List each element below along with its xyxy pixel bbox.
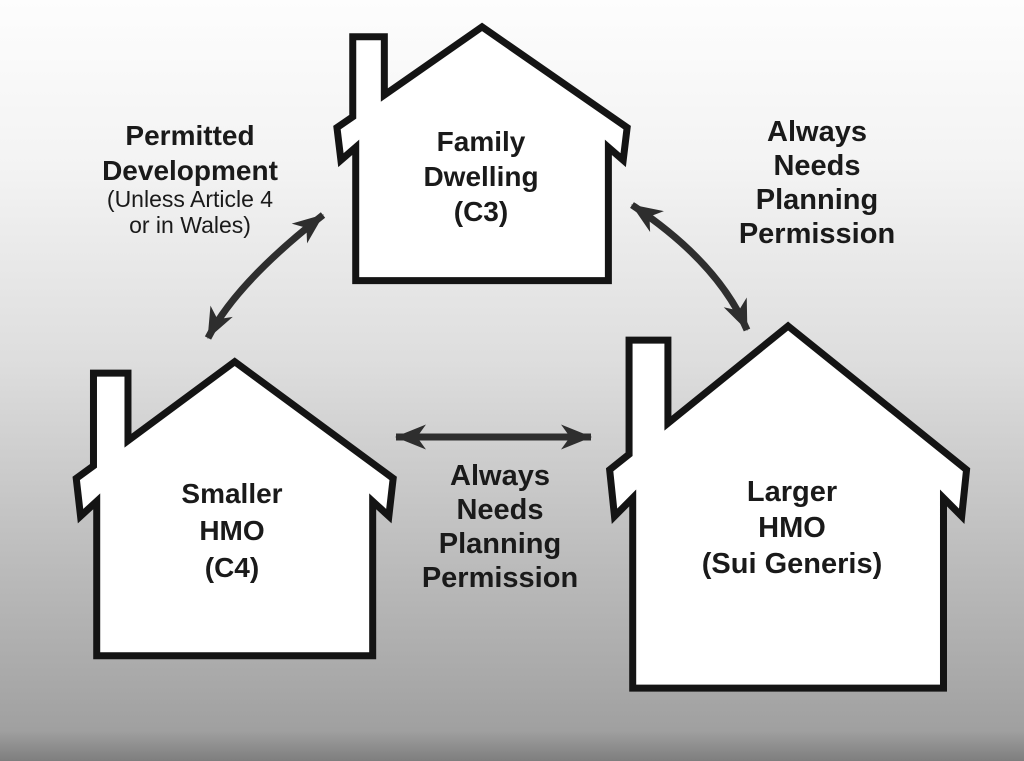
label-line: Dwelling <box>423 161 539 192</box>
label-line: or in Wales) <box>129 212 251 238</box>
label-line: HMO <box>758 512 826 544</box>
house-smaller-hmo-label: Smaller HMO (C4) <box>72 475 392 586</box>
label-line: (Unless Article 4 <box>106 186 274 212</box>
always-needs-permission-note-middle: Always Needs Planning Permission <box>370 459 630 595</box>
permitted-development-note: Permitted Development (Unless Article 4 … <box>65 118 315 238</box>
label-line: Smaller <box>181 478 283 509</box>
label-line: (C4) <box>204 552 260 583</box>
label-line: Needs <box>456 494 544 526</box>
label-line: Permission <box>738 218 896 250</box>
label-line: Planning <box>755 184 879 216</box>
label-line: HMO <box>199 515 265 546</box>
label-line: Permission <box>421 562 579 594</box>
label-line: Development <box>102 155 278 186</box>
label-line: Larger <box>746 476 838 508</box>
permitted-development-caveat: (Unless Article 4 or in Wales) <box>65 186 315 238</box>
always-needs-permission-note-right: Always Needs Planning Permission <box>687 115 947 251</box>
label-line: Permitted <box>125 120 255 151</box>
label-line: Needs <box>773 150 861 182</box>
arrow-family-larger-icon <box>630 202 751 332</box>
label-line: (Sui Generis) <box>701 548 883 580</box>
permitted-development-title: Permitted Development <box>65 118 315 188</box>
house-family-dwelling-label: Family Dwelling (C3) <box>321 124 641 229</box>
arrow-family-smaller-icon <box>204 212 326 340</box>
label-line: Family <box>436 126 526 157</box>
house-larger-hmo-label: Larger HMO (Sui Generis) <box>612 474 972 582</box>
label-line: Always <box>450 460 550 492</box>
label-line: Always <box>767 116 867 148</box>
label-line: (C3) <box>453 196 509 227</box>
label-line: Planning <box>438 528 562 560</box>
